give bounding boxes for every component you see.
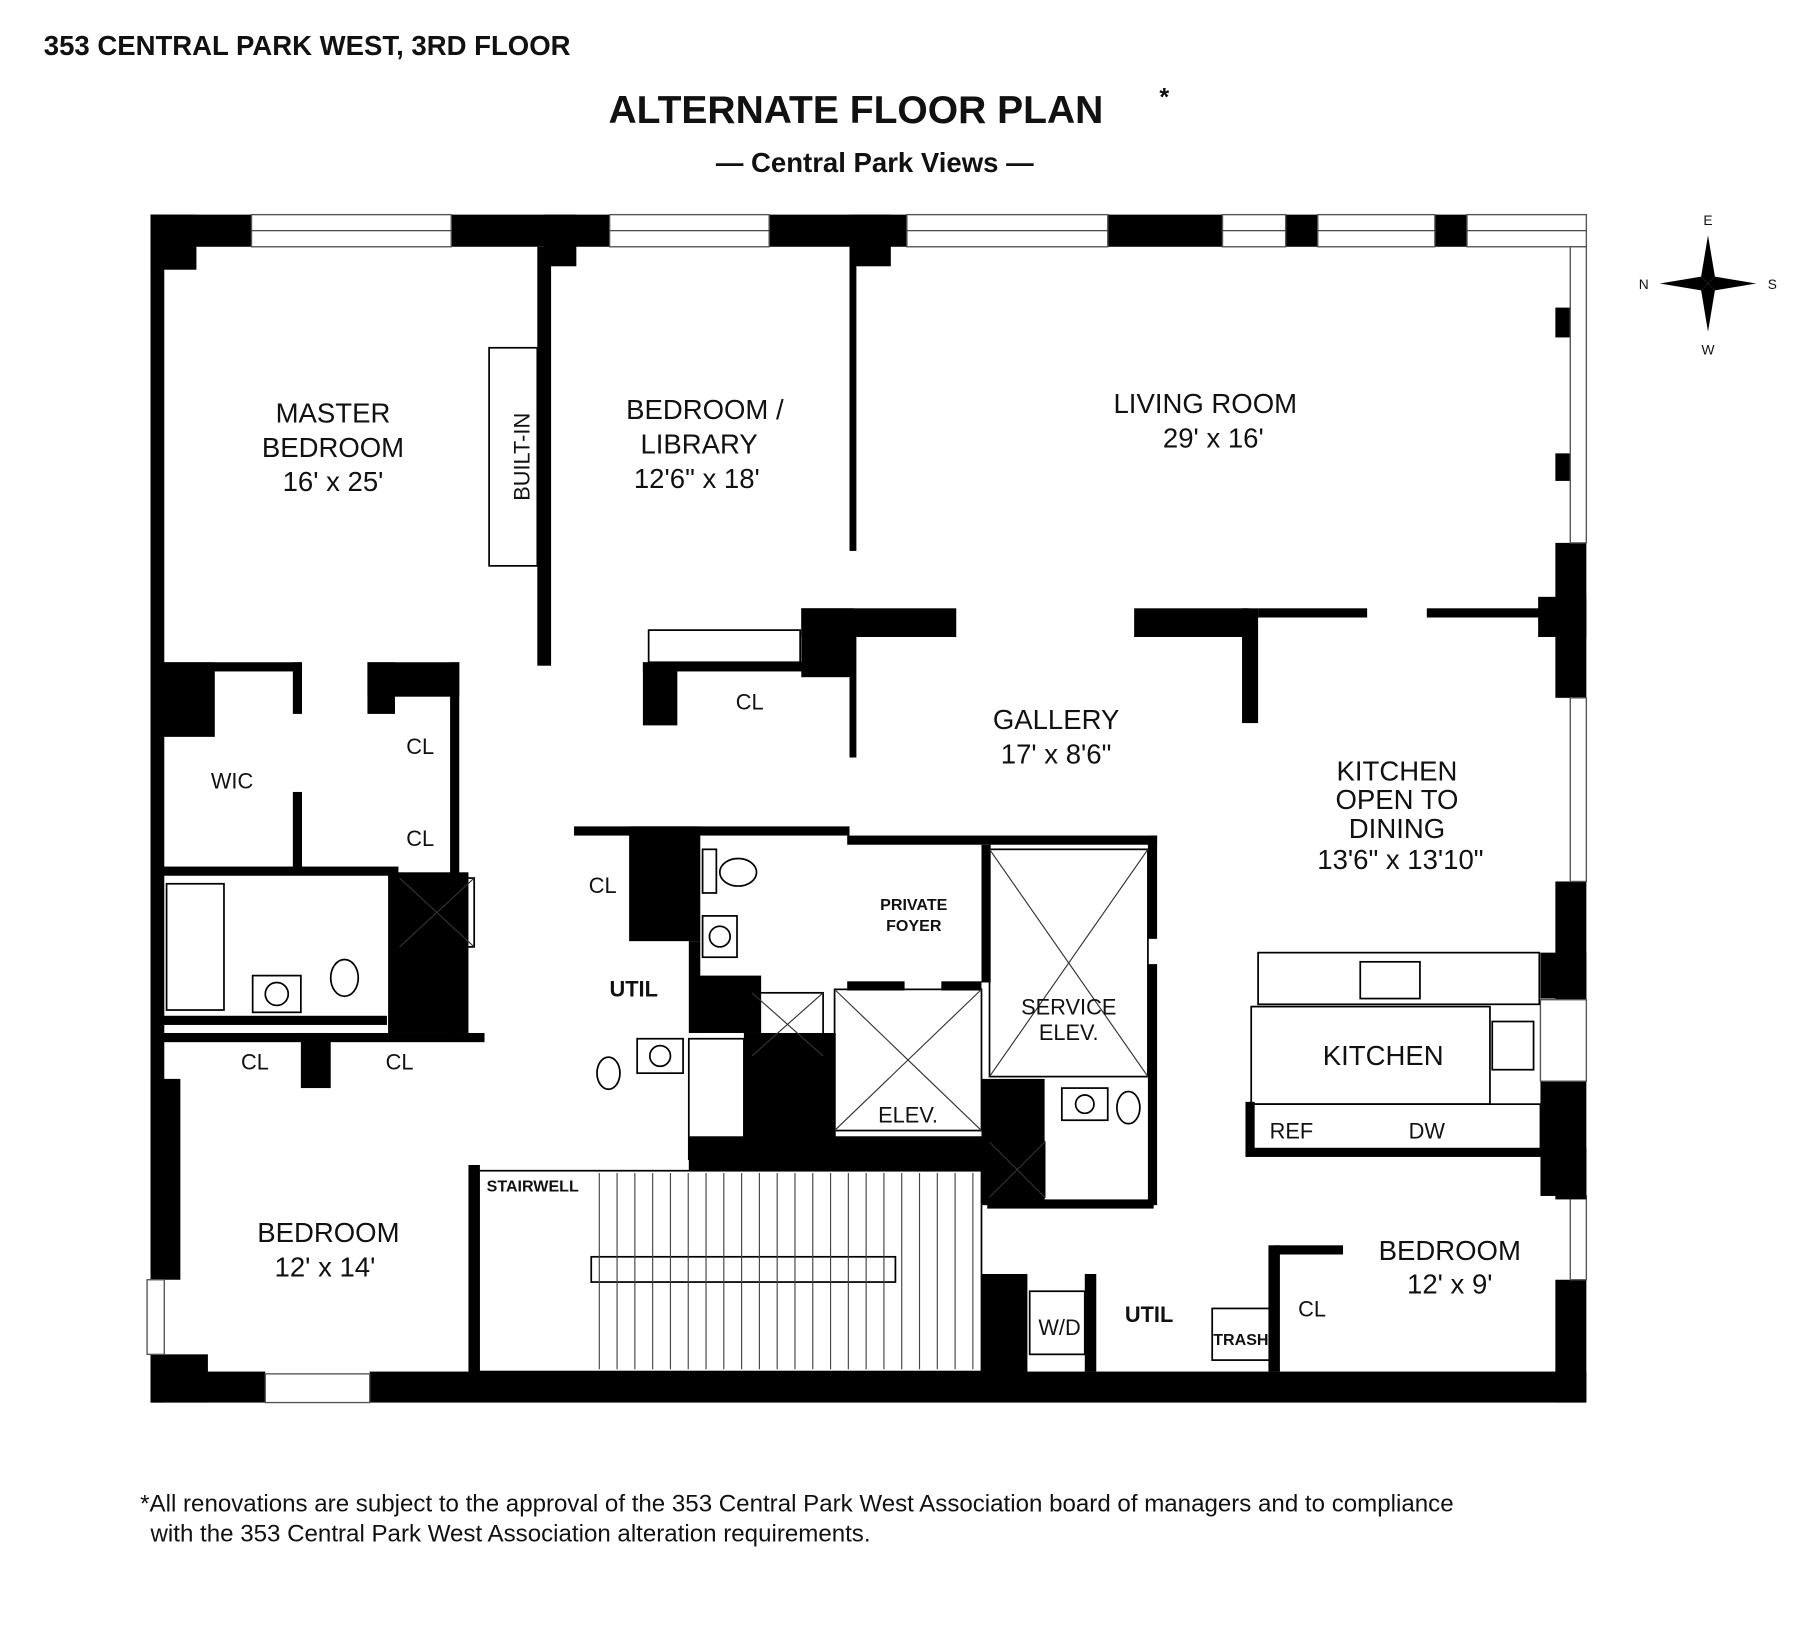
master-bedroom-label-2: BEDROOM [262,432,404,463]
service-elevator-label: SERVICE [1021,995,1116,1020]
ref-label: REF [1270,1119,1314,1144]
elevator-label: ELEV. [878,1103,938,1128]
service-elevator-label-2: ELEV. [1039,1020,1099,1045]
washer-dryer-label: W/D [1038,1315,1080,1340]
living-room-label: LIVING ROOM [1114,388,1298,419]
trash-label: TRASH [1213,1331,1268,1349]
private-foyer-label-2: FOYER [886,917,942,935]
master-bedroom-label: MASTER [276,397,391,428]
private-foyer-label: PRIVATE [880,896,947,914]
compass-e: E [1703,213,1712,228]
title-asterisk: * [1159,84,1169,112]
fixtures [165,346,1542,1373]
stair-treads [598,1173,974,1370]
compass-w: W [1702,343,1715,358]
compass-icon: E W N S [1639,213,1777,358]
stairwell-label: STAIRWELL [487,1177,579,1195]
compass-s: S [1768,277,1777,292]
kitchen-dining-label-3: DINING [1349,813,1445,844]
kitchen-dining-label: KITCHEN [1337,755,1458,786]
footnote-line-2: with the 353 Central Park West Associati… [150,1520,871,1547]
living-room-dims: 29' x 16' [1163,423,1264,454]
master-bedroom-dims: 16' x 25' [283,466,384,497]
closet-label: CL [386,1050,414,1075]
bedroom-library-dims: 12'6" x 18' [634,463,760,494]
wic-label: WIC [211,769,253,794]
util-label-2: UTIL [1125,1302,1173,1327]
dw-label: DW [1409,1119,1446,1144]
footnote-line-1: *All renovations are subject to the appr… [140,1491,1453,1518]
plan-title: ALTERNATE FLOOR PLAN [608,89,1103,132]
kitchen-label: KITCHEN [1323,1040,1444,1071]
exterior-walls [150,214,1587,1403]
gallery-label: GALLERY [993,704,1120,735]
kitchen-dining-dims: 13'6" x 13'10" [1317,844,1483,875]
bedroom-library-label-2: LIBRARY [640,428,757,459]
bedroom-sw-label: BEDROOM [257,1217,399,1248]
gallery-dims: 17' x 8'6" [1001,738,1112,769]
closet-label: CL [736,689,764,714]
bedroom-se-dims: 12' x 9' [1407,1269,1493,1300]
bedroom-se-label: BEDROOM [1379,1235,1521,1266]
closet-label: CL [406,734,434,759]
address-heading: 353 CENTRAL PARK WEST, 3RD FLOOR [44,30,571,61]
closet-label: CL [406,826,434,851]
util-label: UTIL [610,976,658,1001]
compass-n: N [1639,277,1649,292]
closet-label: CL [241,1050,269,1075]
plan-subtitle: — Central Park Views — [716,147,1034,178]
bedroom-library-label: BEDROOM / [626,394,784,425]
closet-label: CL [589,873,617,898]
closet-label: CL [1298,1296,1326,1321]
bedroom-sw-dims: 12' x 14' [275,1251,376,1282]
windows [146,213,1588,1404]
kitchen-dining-label-2: OPEN TO [1336,784,1459,815]
built-in-label: BUILT-IN [509,413,534,501]
